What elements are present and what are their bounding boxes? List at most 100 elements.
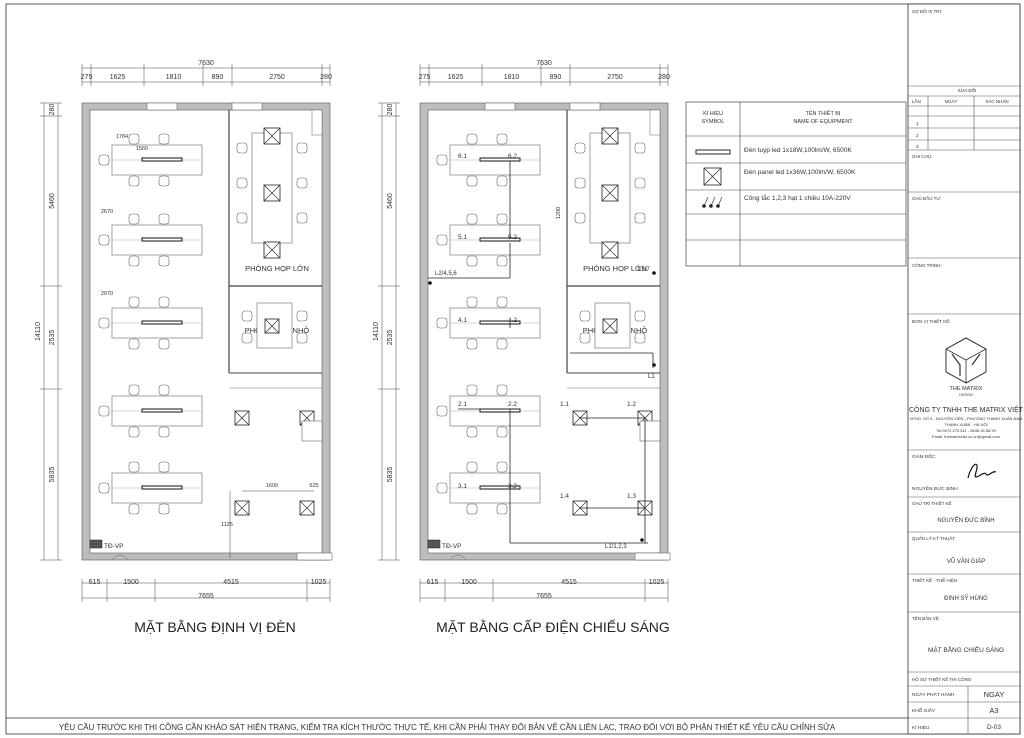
switch-label-3: L1/1,2,3 (605, 544, 627, 550)
chair (496, 338, 508, 350)
window (296, 552, 333, 561)
cabinet (301, 420, 323, 442)
company-name: CÔNG TY TNHH THE MATRIX VIỆT (909, 405, 1024, 414)
chief-name: NGUYỄN ĐỨC BÌNH (937, 517, 994, 524)
chair (466, 255, 478, 267)
rev-row-3: 3 (916, 144, 919, 149)
tube-led-icon (479, 320, 521, 325)
tech-name: VŨ VĂN GIÁP (947, 558, 985, 565)
chair (236, 142, 248, 154)
chair (496, 213, 508, 225)
switch-label-2: L1 (648, 374, 655, 380)
panel-led-icon (263, 184, 281, 202)
company-logo (945, 337, 987, 384)
address-2: THANH XUÂN - HÀ NỘI (944, 422, 987, 427)
chair (158, 338, 170, 350)
panel-label: TĐ-VP (104, 543, 124, 550)
chair (579, 310, 591, 322)
investor-label: CHỦ ĐẦU TƯ: (912, 195, 942, 201)
tube-led-icon (479, 157, 521, 162)
detail-dim-5: 625 (309, 483, 318, 489)
dim-left-2: 2535 (49, 330, 56, 346)
panel-led-icon (601, 241, 619, 259)
detail-dim-0: 1560 (136, 146, 148, 152)
panel-led-icon (263, 127, 281, 145)
chair (296, 177, 308, 189)
dim-left-1: 5460 (49, 193, 56, 209)
chair (98, 482, 110, 494)
room-large-label: PHÒNG HỌP LỚN (245, 264, 309, 273)
issue-label: NGÀY PHÁT HÀNH (912, 691, 955, 698)
tube-led-icon (141, 408, 183, 413)
switch-icon (428, 281, 432, 285)
dim-left-0: 280 (387, 104, 394, 116)
dim-overall-top: 7630 (536, 60, 552, 67)
legend-header-name-2: NAME OF EQUIPMENT (793, 119, 853, 125)
plan-title-light-positions: MẶT BẰNG ĐỊNH VỊ ĐÈN (134, 618, 296, 635)
dim-overall-left: 14110 (373, 322, 380, 341)
chair (158, 255, 170, 267)
circuit-label-13: 1.3 (627, 493, 636, 500)
dim-overall-top: 7630 (198, 60, 214, 67)
rev-col-2: NGÀY (945, 98, 958, 104)
chair (634, 142, 646, 154)
chair (128, 133, 140, 145)
chair (128, 503, 140, 515)
chair (466, 384, 478, 396)
tube-led-icon (479, 408, 521, 413)
window (146, 102, 178, 111)
switch-icon (702, 196, 723, 208)
detail-dim-1: 1784 (116, 134, 128, 140)
sheet-name: MẶT BẰNG CHIẾU SÁNG (928, 644, 1004, 654)
chief-label: CHỦ TRÌ THIẾT KẾ (912, 500, 952, 506)
chair (466, 213, 478, 225)
dim-bottom-2: 4515 (223, 579, 239, 586)
chair (128, 213, 140, 225)
detail-dim-4: 1600 (266, 483, 278, 489)
size-label: KHỔ GIẤY (912, 707, 936, 714)
chair (466, 503, 478, 515)
switch-icon (640, 538, 644, 542)
detail-dim-0: 1200 (556, 207, 562, 219)
circuit-label-8: 1.1 (560, 401, 569, 408)
address-4: Email: thematrixviet.co.vn@gmail.com (932, 434, 1001, 439)
chair (436, 482, 448, 494)
chair (241, 332, 253, 344)
chair (98, 405, 110, 417)
legend-header-symbol-2: SYMBOL (702, 119, 725, 125)
issue-value: NGAY (984, 690, 1005, 699)
chair (236, 177, 248, 189)
rev-col-1: LẦN (912, 98, 921, 104)
electrical-panel (427, 539, 441, 549)
director-name: NGUYỄN ĐỨC BÌNH (912, 485, 958, 492)
dim-bottom-0: 615 (427, 579, 439, 586)
legend-row-tube: Đèn tuyp led 1x18W,100lm/W, 6500K (744, 147, 852, 154)
footer-note: YÊU CẦU TRƯỚC KHI THI CÔNG CẦN KHẢO SÁT … (59, 722, 836, 732)
circuit-label-9: 1.2 (627, 401, 636, 408)
tube-led-icon (479, 485, 521, 490)
panel-led-icon (703, 167, 722, 186)
dim-overall-bottom: 7655 (536, 593, 552, 600)
detail-dim-3: 2070 (101, 291, 113, 297)
switch-label-1: L2/7 (638, 267, 650, 273)
director-signature (967, 463, 997, 479)
chair (158, 213, 170, 225)
code-label: KÍ HIỆU (912, 723, 930, 731)
chair (496, 175, 508, 187)
detail-dim-2: 2670 (101, 209, 113, 215)
sheet-name-label: TÊN BẢN VẼ: (912, 614, 940, 621)
panel-label: TĐ-VP (442, 543, 462, 550)
dim-bottom-1: 1500 (461, 579, 477, 586)
room-large-label: PHÒNG HỌP LỚN (583, 264, 647, 273)
circuit-label-1: 6.2 (508, 153, 517, 160)
size-value: A3 (989, 706, 998, 715)
chair (496, 296, 508, 308)
chair (128, 461, 140, 473)
door-swing (449, 554, 467, 561)
dim-top-3: 890 (550, 74, 562, 81)
chair (496, 255, 508, 267)
draw-name: ĐINH SỸ HÙNG (944, 595, 988, 602)
dim-top-0: 275 (419, 74, 431, 81)
